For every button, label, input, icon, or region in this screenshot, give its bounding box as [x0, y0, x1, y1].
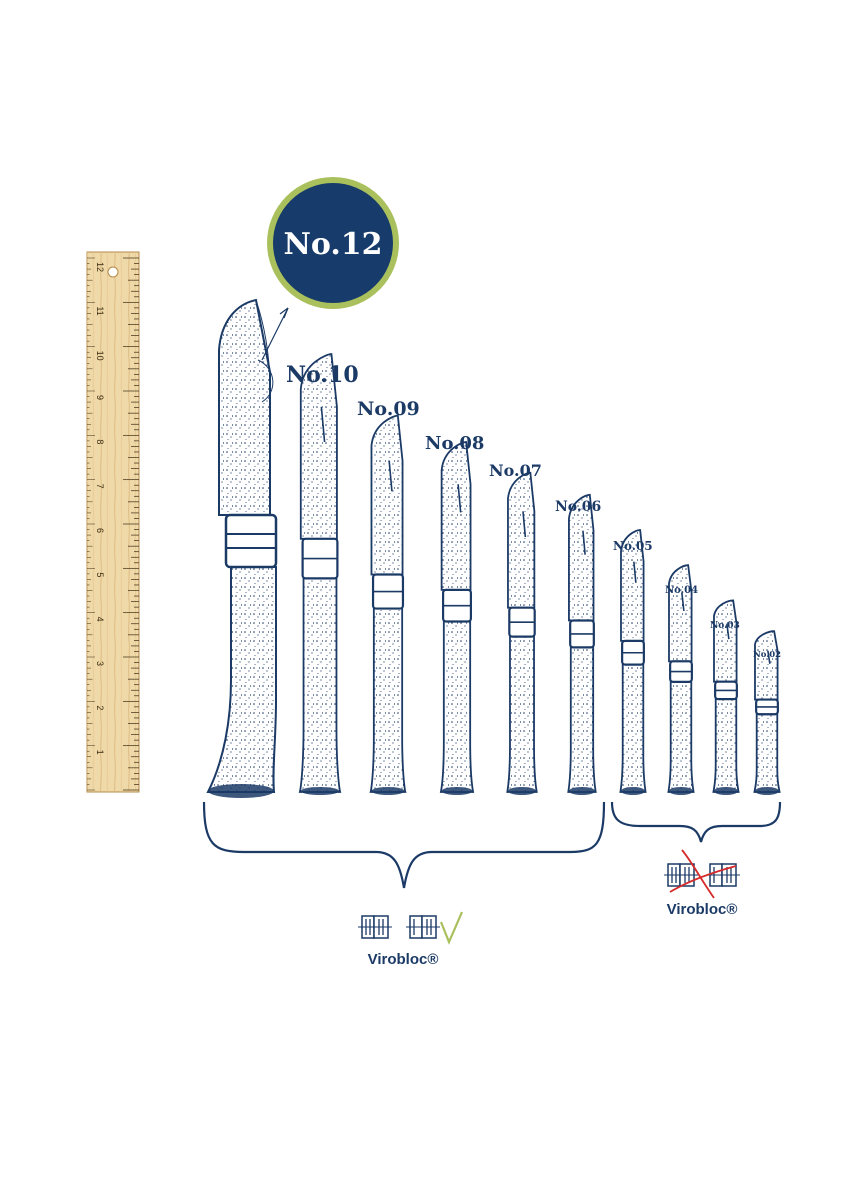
ruler-ticks [87, 257, 139, 791]
knife-blade-nail-mark [582, 530, 586, 555]
knife-handle-end [668, 787, 694, 795]
knife-blade-nail-mark [681, 592, 685, 612]
ruler-number: 3 [95, 661, 105, 666]
knife-handle-end [568, 787, 596, 795]
knife-handle [206, 566, 277, 793]
ruler-number: 1 [95, 750, 105, 755]
group-braces [202, 801, 782, 889]
virobloc-group-small: Virobloc® [664, 849, 740, 918]
knife-blade [218, 298, 271, 516]
knife-blade-nail-mark [457, 484, 462, 513]
badge-arrowhead [279, 307, 289, 319]
knife-handle-end [620, 787, 646, 795]
knife-blade-edge [255, 299, 271, 391]
knife-label: No.08 [425, 433, 484, 454]
knife-handle-end [507, 787, 537, 795]
knife-lineup [206, 298, 781, 798]
knife-label: No.07 [489, 461, 542, 480]
knife-blade [440, 441, 472, 591]
knife-handle [439, 620, 475, 793]
knife-handle [369, 607, 407, 793]
knife-handle-end [754, 787, 780, 795]
ruler-number: 6 [95, 528, 105, 533]
knife-illustration [753, 630, 781, 795]
check-icon [439, 911, 464, 945]
knife-blade [299, 353, 338, 540]
group-brace-small [610, 801, 782, 843]
knife-illustration [712, 599, 740, 795]
badge-label: No.12 [283, 227, 382, 262]
knife-label: No.09 [357, 398, 420, 420]
knife-handle [667, 680, 695, 793]
knife-blade-nail-mark [767, 650, 771, 664]
knife-blade-nail-mark [633, 561, 637, 583]
virobloc-group-large: Virobloc® [358, 911, 464, 968]
knife-handle [298, 577, 342, 793]
knife-blade [507, 471, 536, 609]
knife-blade [620, 529, 645, 642]
virobloc-label-small: Virobloc® [667, 901, 738, 918]
knife-handle [753, 713, 781, 793]
knife-illustration [206, 298, 278, 798]
knife-illustration [567, 493, 597, 795]
knife-blade [568, 493, 595, 622]
knife-ring-band [226, 533, 276, 549]
size-badge: No.12 [257, 177, 399, 403]
knife-label: No.05 [613, 539, 653, 553]
ruler-grain [87, 252, 139, 792]
ruler-number: 7 [95, 484, 105, 489]
knife-label: No.02 [753, 650, 781, 660]
knife-blade [370, 414, 404, 576]
knife-blade-nail-mark [726, 623, 730, 640]
virobloc-lock-icon [406, 915, 440, 939]
knife-blade-nail-mark [522, 511, 527, 538]
ruler-hole [107, 266, 119, 278]
ruler-number: 2 [95, 705, 105, 710]
knife-illustration [439, 441, 475, 795]
knife-label: No.06 [555, 499, 601, 515]
knife-handle [506, 635, 538, 793]
knife-handle-end [208, 784, 274, 798]
ruler-number: 11 [95, 306, 105, 315]
knife-blade [754, 630, 779, 701]
knife-handle-end [441, 787, 473, 795]
knife-illustration [667, 564, 695, 795]
knife-handle [619, 663, 647, 793]
knife-handle [567, 646, 597, 793]
knife-blade [713, 599, 738, 683]
virobloc-ring-icon [664, 863, 698, 887]
ruler-number: 12 [95, 262, 105, 272]
ruler-number: 4 [95, 617, 105, 622]
virobloc-lock-icon [706, 863, 740, 887]
knife-handle-end [713, 787, 739, 795]
knife-label: No.04 [665, 585, 698, 596]
knife-labels: No.10No.09No.08No.07No.06No.05No.04No.03… [286, 362, 781, 660]
virobloc-ring-icon [358, 915, 392, 939]
knife-label: No.03 [710, 621, 740, 631]
knife-illustration [369, 414, 407, 795]
ruler-number: 8 [95, 439, 105, 444]
knife-ring [224, 513, 278, 569]
knife-blade-nail-mark [388, 460, 393, 492]
knife-handle-end [300, 787, 340, 795]
ruler-number: 9 [95, 395, 105, 400]
knife-illustration [619, 529, 647, 795]
knife-handle [712, 698, 740, 793]
cross-icon [669, 849, 737, 899]
badge-fill [273, 183, 393, 303]
virobloc-label-large: Virobloc® [368, 951, 439, 968]
knife-illustration [506, 471, 538, 795]
knife-handle-end [371, 787, 405, 795]
ruler-number: 5 [95, 572, 105, 577]
knife-blade-nail-mark [320, 406, 326, 443]
knife-illustration [298, 353, 342, 795]
ruler-number: 10 [95, 351, 105, 361]
knife-blade [668, 564, 693, 663]
knife-label: No.10 [286, 362, 359, 388]
group-brace-large [202, 801, 606, 889]
